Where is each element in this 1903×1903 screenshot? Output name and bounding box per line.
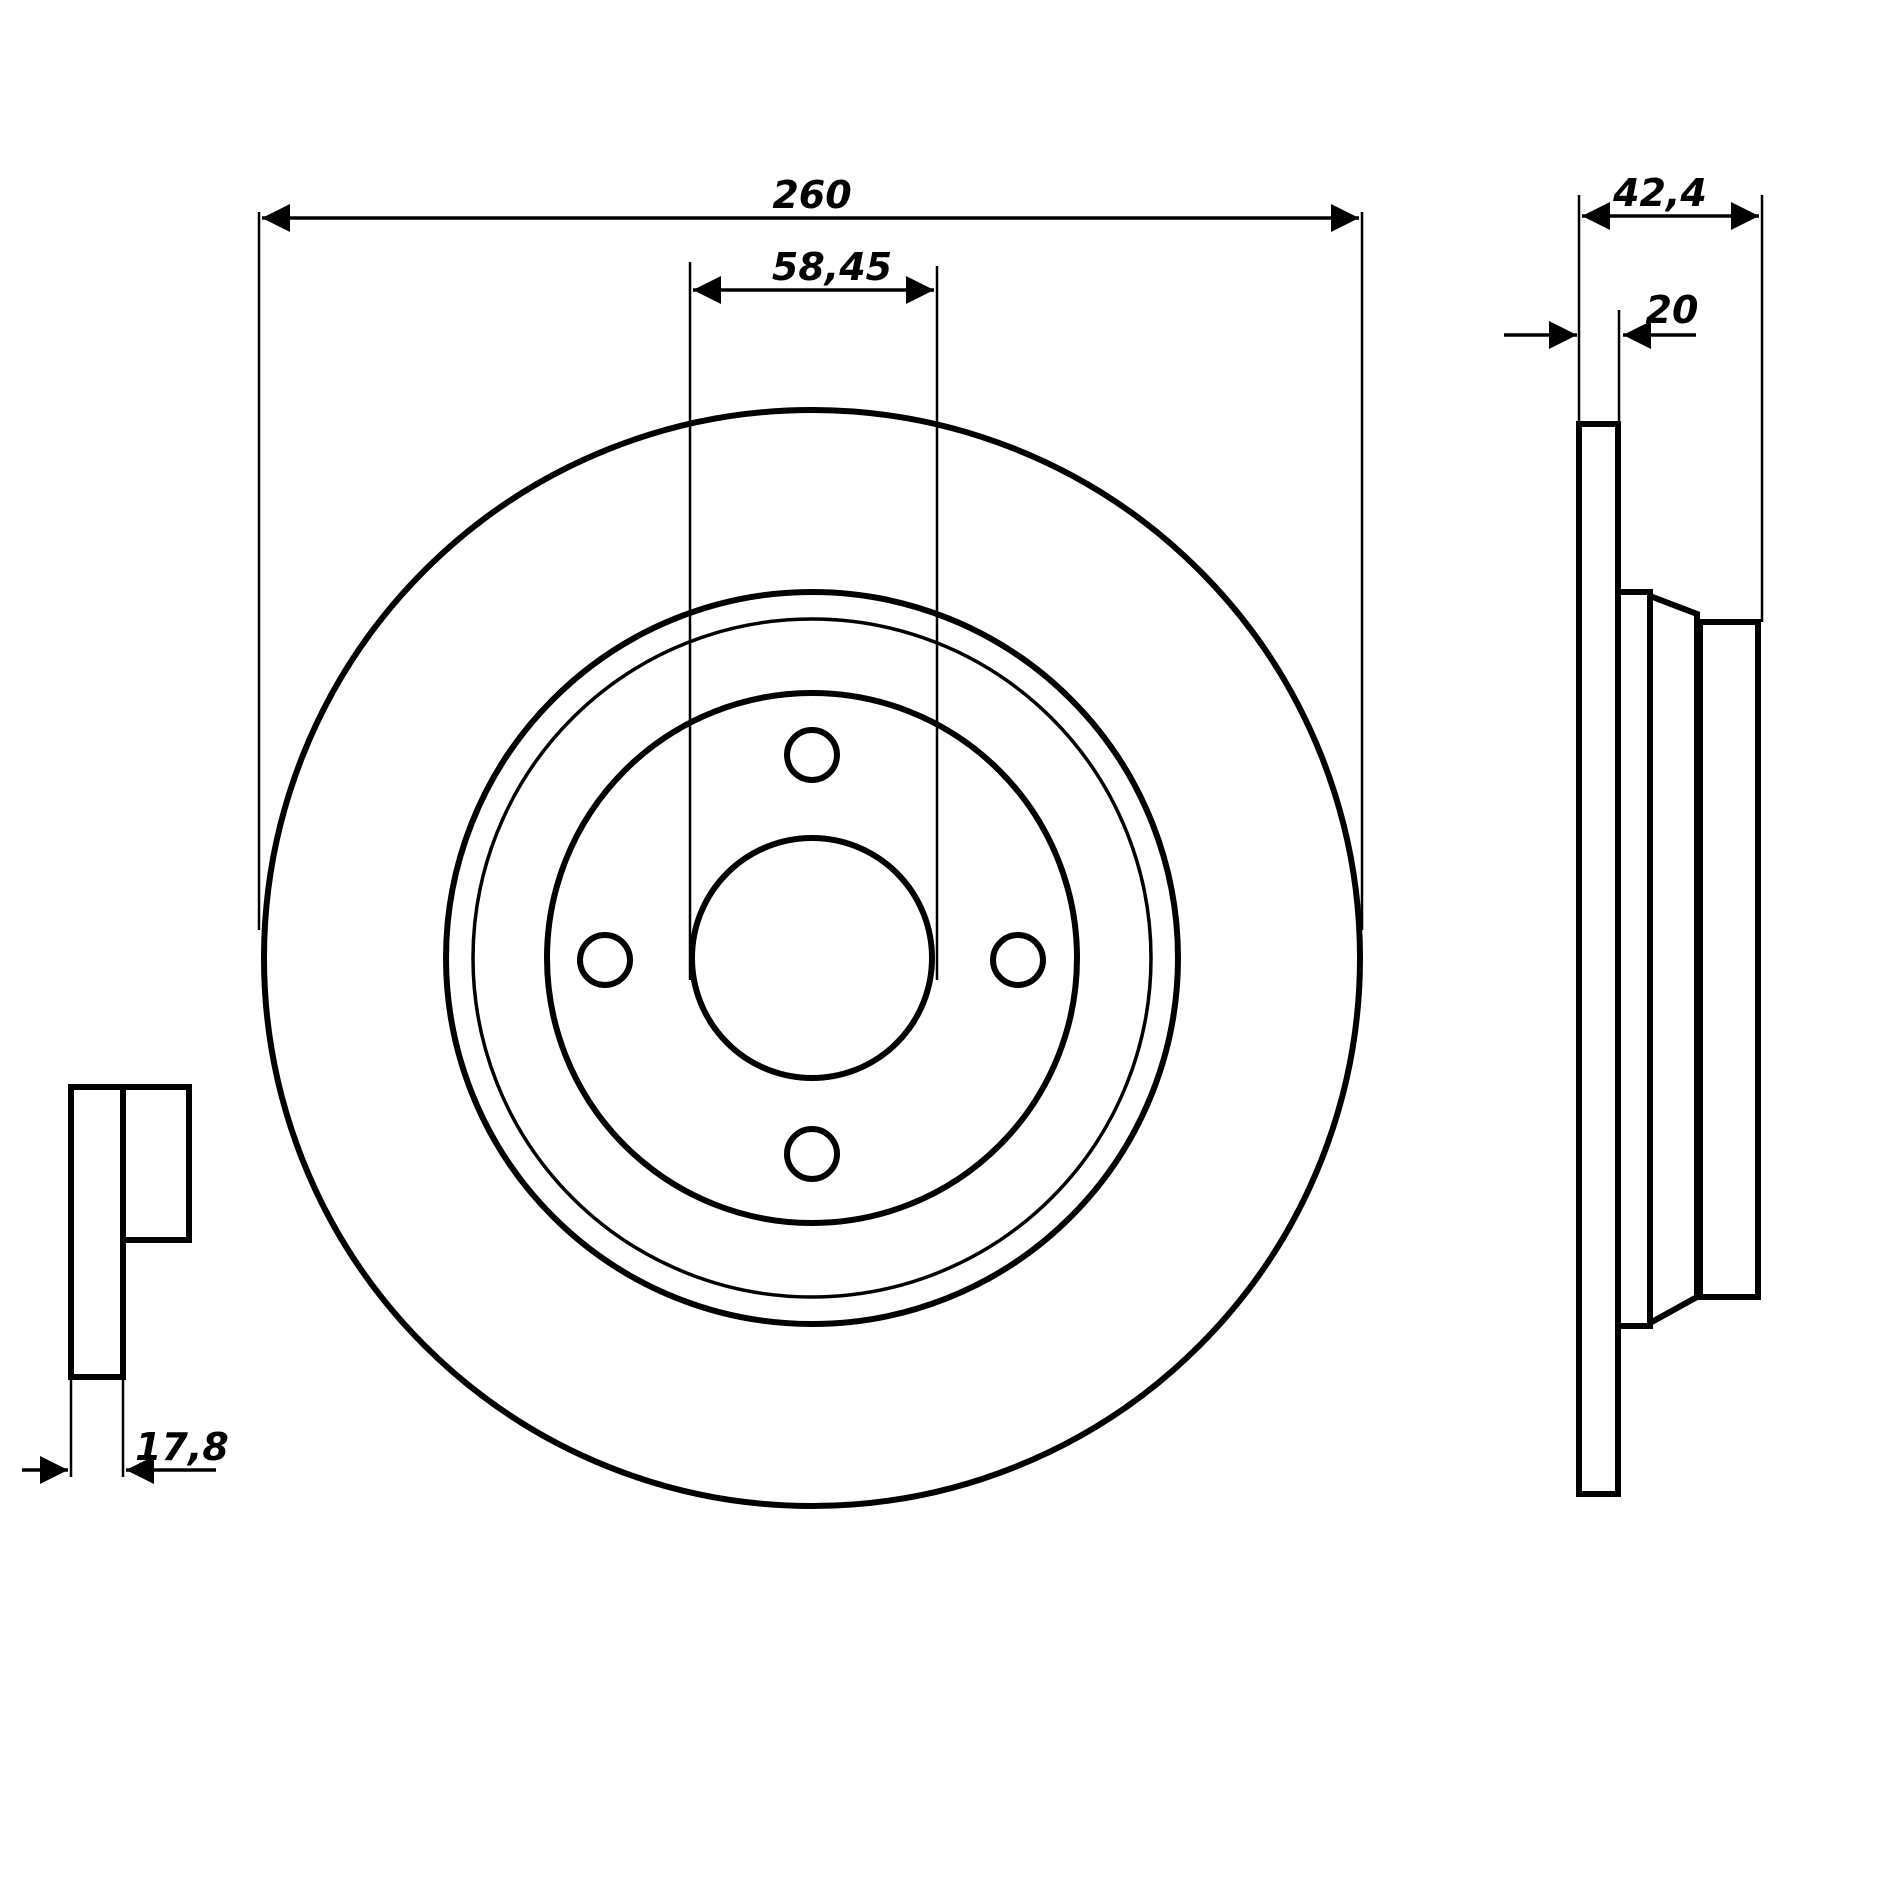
min-thickness-plate <box>68 1084 126 1380</box>
bolt-hole-bottom <box>784 1126 840 1182</box>
center-bore-label: 58,45 <box>772 245 892 289</box>
hat-section <box>1621 589 1761 1329</box>
overall-height-dimension: 42,4 <box>1577 171 1764 622</box>
friction-ring-section <box>1576 421 1621 1497</box>
side-thickness-dimension: 20 <box>1504 288 1698 424</box>
outer-diameter-dimension: 260 <box>257 173 1364 930</box>
hat-outer-ring <box>443 589 1181 1327</box>
bolt-hole-right <box>990 932 1046 988</box>
outer-diameter-label: 260 <box>772 173 851 217</box>
min-thickness-tab <box>120 1084 192 1243</box>
bolt-hole-top <box>784 727 840 783</box>
hat-inner-ring <box>471 617 1153 1299</box>
bolt-hole-left <box>577 932 633 988</box>
center-bore <box>689 835 935 1081</box>
min-thickness-label: 17,8 <box>135 1425 229 1469</box>
center-bore-dimension: 58,45 <box>688 245 939 980</box>
disc-side-section <box>1576 421 1761 1497</box>
overall-height-label: 42,4 <box>1612 171 1707 215</box>
min-thickness-symbol: 17,8 <box>22 1084 229 1484</box>
hub-face <box>544 690 1080 1226</box>
disc-outer-edge <box>261 407 1363 1509</box>
side-thickness-label: 20 <box>1646 288 1699 332</box>
disc-front-view <box>261 407 1363 1509</box>
